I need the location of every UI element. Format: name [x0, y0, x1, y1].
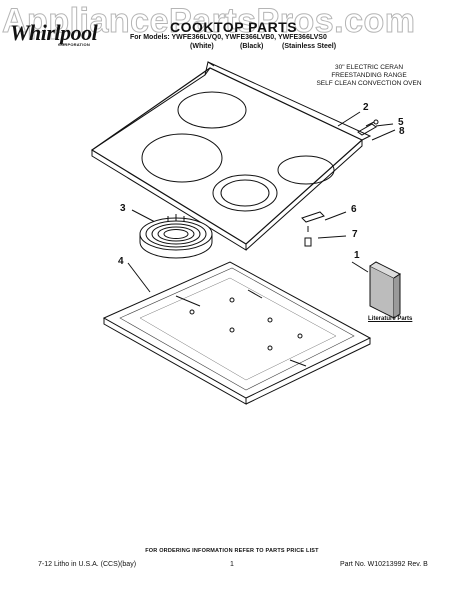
- element-rear-right: [277, 155, 335, 185]
- callout-4: 4: [118, 256, 124, 267]
- footer-print-info: 7-12 Litho in U.S.A. (CCS)(bay): [38, 561, 137, 568]
- color-stainless: (Stainless Steel): [282, 43, 337, 50]
- radiant-element-part-3: [139, 214, 213, 259]
- callout-7: 7: [352, 229, 358, 240]
- ordering-note: FOR ORDERING INFORMATION REFER TO PARTS …: [145, 548, 319, 554]
- models-line: For Models: YWFE366LVQ0, YWFE366LVB0, YW…: [130, 34, 327, 41]
- literature-part-1: [369, 261, 401, 319]
- callout-6: 6: [351, 204, 357, 215]
- callout-2: 2: [363, 102, 369, 113]
- watermark: AppliancePartsPros.com: [2, 2, 416, 41]
- callout-8: 8: [399, 126, 405, 137]
- description-line-2: FREESTANDING RANGE: [331, 72, 407, 79]
- color-black: (Black): [240, 43, 264, 50]
- burner-box-part-4: [102, 261, 372, 405]
- bracket-part-8: [357, 123, 377, 136]
- callout-1: 1: [354, 250, 360, 261]
- footer-part-number: Part No. W10213992 Rev. B: [340, 561, 428, 568]
- element-rear-left: [177, 91, 247, 129]
- literature-label: Literature Parts: [368, 316, 413, 322]
- color-white: (White): [190, 43, 214, 50]
- description-line-1: 30" ELECTRIC CERAN: [334, 64, 404, 71]
- whirlpool-logo: Whirlpool: [10, 20, 98, 45]
- footer-page-number: 1: [230, 561, 234, 568]
- cooktop-front-edge: [91, 150, 247, 251]
- logo-subtext: CORPORATION: [58, 42, 90, 47]
- element-front-right-outer: [212, 174, 278, 212]
- callout-3: 3: [120, 203, 126, 214]
- callout-5: 5: [398, 117, 404, 128]
- switch-part-6: [301, 211, 325, 223]
- element-front-left: [141, 133, 223, 183]
- product-description: 30" ELECTRIC CERAN FREESTANDING RANGE SE…: [304, 64, 434, 88]
- cooktop-glass: [90, 67, 364, 245]
- screw-part-5: [365, 121, 375, 127]
- element-front-right-inner: [220, 179, 270, 207]
- page-title: COOKTOP PARTS: [170, 19, 298, 35]
- screw-part-7: [304, 237, 312, 247]
- description-line-3: SELF CLEAN CONVECTION OVEN: [316, 80, 422, 87]
